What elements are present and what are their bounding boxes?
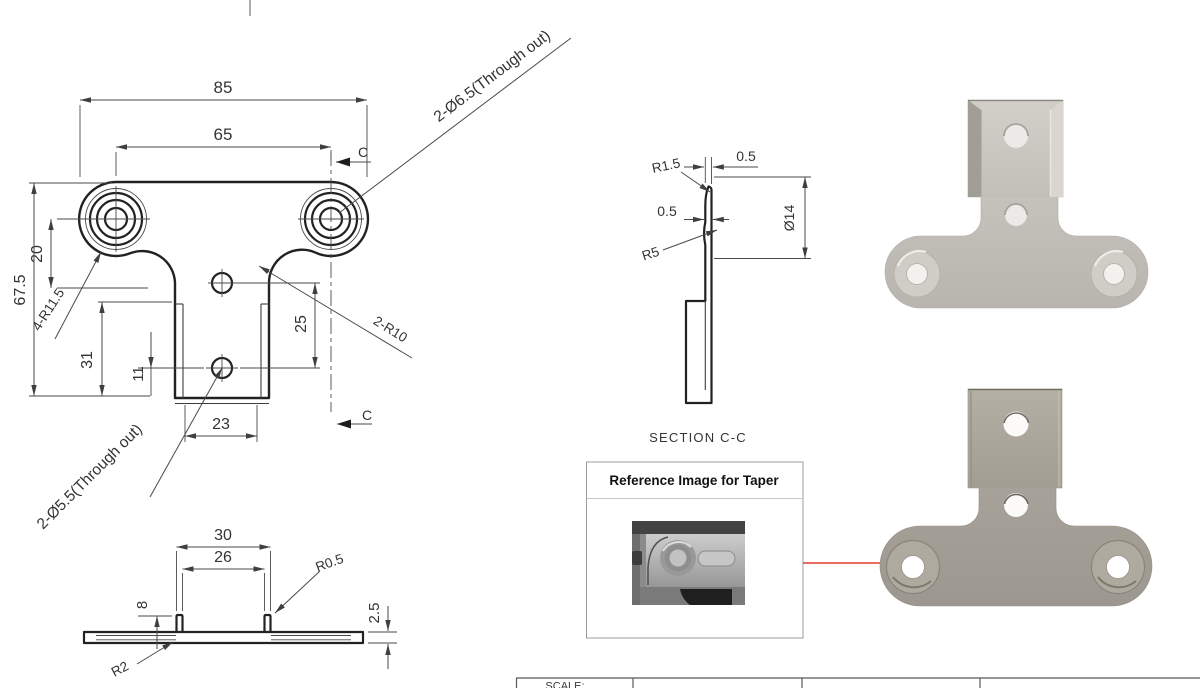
dim-2-5-text: 2.5 <box>366 603 383 624</box>
label-top-holes-text: 2-Ø6.5(Through out) <box>431 27 554 126</box>
front-view: C C 85 65 20 <box>12 0 572 533</box>
dim-30-text: 30 <box>214 527 232 544</box>
section-letter-top: C <box>358 144 368 160</box>
front-view-outline <box>77 180 370 400</box>
render-front-right-boss <box>1090 250 1138 298</box>
section-caption: SECTION C-C <box>649 430 747 445</box>
section-profile <box>684 185 713 405</box>
label-r1-5: R1.5 <box>651 155 711 193</box>
section-cut-line: C C <box>330 144 372 429</box>
dim-11-text: 11 <box>130 366 147 382</box>
label-stem-holes: 2-Ø5.5(Through out) <box>34 367 223 533</box>
bottom-profile-view: 30 26 8 R0.5 2.5 R2 <box>82 527 397 680</box>
label-4-r11-5: 4-R11.5 <box>29 251 102 340</box>
reference-box: Reference Image for Taper <box>586 461 890 639</box>
reference-photo <box>632 521 745 605</box>
upper-stem-hole <box>208 269 236 297</box>
label-r2: R2 <box>109 641 174 680</box>
dim-25: 25 <box>236 282 320 369</box>
label-stem-holes-text: 2-Ø5.5(Through out) <box>34 421 146 533</box>
label-r2-text: R2 <box>109 658 131 679</box>
dim-8-text: 8 <box>134 601 151 609</box>
dim-wall-0-5-text: 0.5 <box>657 203 677 219</box>
dim-26-text: 26 <box>214 549 232 566</box>
dim-85-text: 85 <box>214 78 233 97</box>
dim-67-5-text: 67.5 <box>12 274 29 305</box>
label-top-holes: 2-Ø6.5(Through out) <box>338 27 572 214</box>
right-tab <box>263 613 272 632</box>
dim-20-text: 20 <box>29 245 46 263</box>
label-2-r10: 2-R10 <box>258 265 413 359</box>
left-tab <box>175 613 184 632</box>
label-r5-text: R5 <box>640 244 661 264</box>
label-r5: R5 <box>640 229 718 264</box>
section-letter-bottom: C <box>362 407 372 423</box>
dim-tip-0-5-text: 0.5 <box>736 148 756 164</box>
bottom-plate-outline <box>82 630 365 645</box>
render-back-iso <box>879 388 1153 607</box>
dim-8: 8 <box>134 601 172 649</box>
dim-25-text: 25 <box>293 315 310 333</box>
render-front-iso <box>884 99 1149 309</box>
reference-box-title: Reference Image for Taper <box>609 473 779 488</box>
dim-dia-14: Ø14 <box>714 176 811 259</box>
dim-26: 26 <box>182 549 265 611</box>
red-callout-leader <box>803 559 890 567</box>
label-r0-5-text: R0.5 <box>313 551 345 575</box>
dim-67-5: 67.5 <box>12 182 150 397</box>
dim-23-text: 23 <box>212 416 230 433</box>
scale-label: SCALE: <box>545 681 584 688</box>
label-r0-5: R0.5 <box>274 551 345 614</box>
label-2-r10-text: 2-R10 <box>371 313 410 345</box>
dim-11: 11 <box>130 332 204 396</box>
dim-dia-14-text: Ø14 <box>781 205 797 232</box>
dim-31-text: 31 <box>79 351 96 369</box>
render-front-left-boss <box>893 250 941 298</box>
dim-85: 85 <box>79 78 368 177</box>
dim-65-text: 65 <box>214 125 233 144</box>
dim-wall-0-5: 0.5 <box>657 203 729 223</box>
dim-23: 23 <box>184 405 258 442</box>
label-r1-5-text: R1.5 <box>651 155 682 176</box>
section-view: 0.5 R1.5 0.5 R5 Ø14 SECTION C-C <box>640 148 811 445</box>
dim-2-5: 2.5 <box>366 603 397 669</box>
render-back-left-boss <box>885 539 941 595</box>
title-block: SCALE: <box>515 677 1200 688</box>
dim-tip-0-5: 0.5 <box>684 148 758 184</box>
dim-65: 65 <box>115 125 332 176</box>
dim-31: 31 <box>79 301 172 396</box>
dim-30: 30 <box>176 527 271 611</box>
render-back-right-boss <box>1090 539 1146 595</box>
